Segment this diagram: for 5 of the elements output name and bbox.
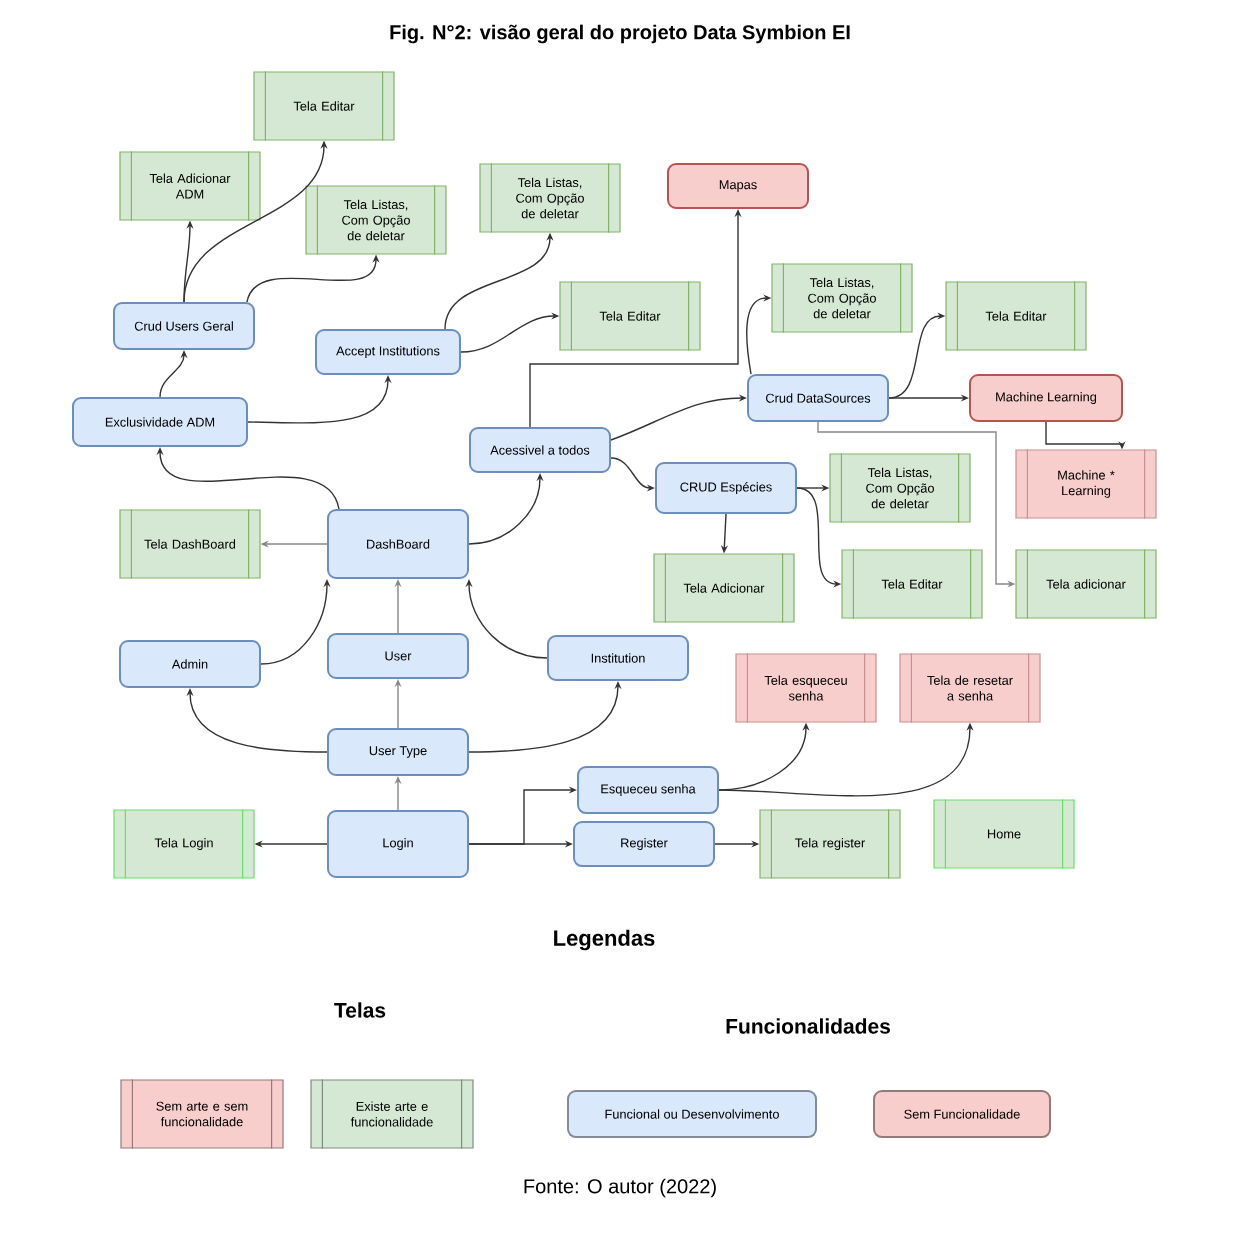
figure-title: Fig. N°2: visão geral do projeto Data Symbion EI — [390, 24, 850, 44]
legend-heading: Legendas — [554, 929, 655, 951]
legend-heading: Telas — [334, 1002, 386, 1018]
caption: Fonte: O autor (2022) — [524, 1178, 716, 1198]
legend-heading: Funcionalidades — [726, 1018, 890, 1034]
